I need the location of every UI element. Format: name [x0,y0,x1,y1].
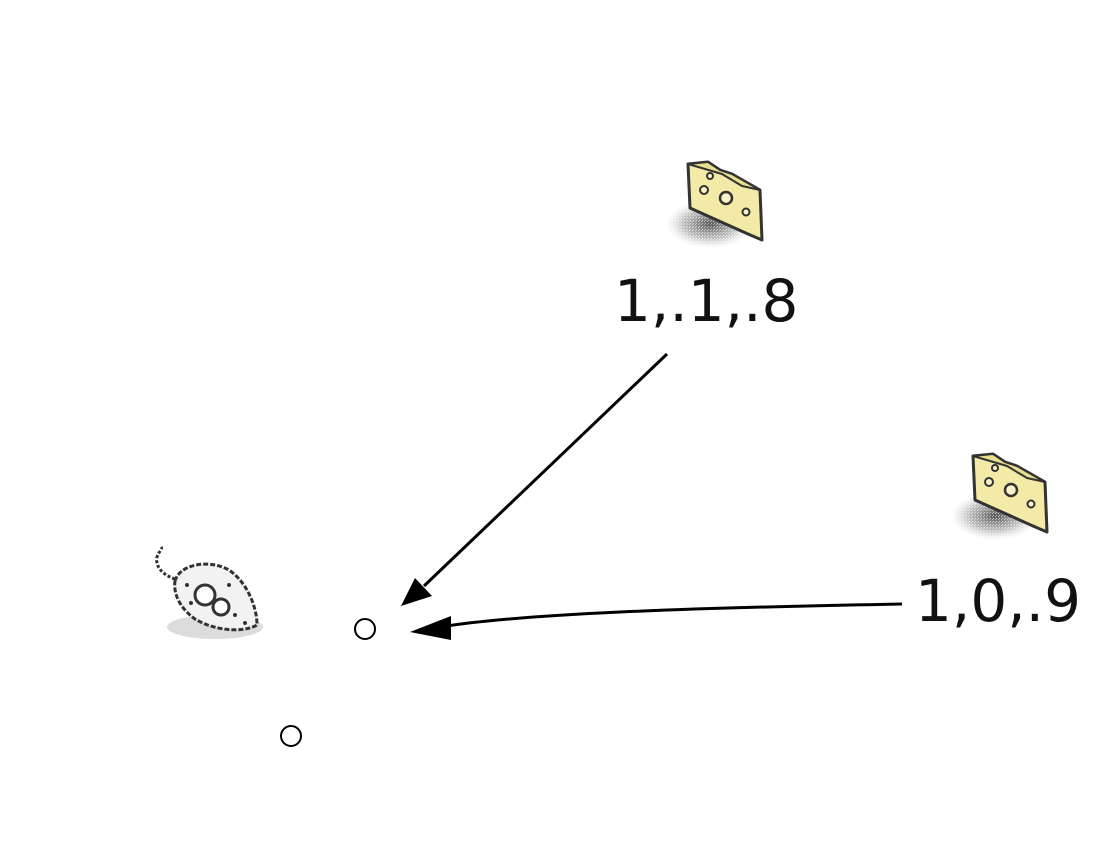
cheese-a-label: 1,.1,.8 [614,267,799,335]
arrow-cheese-a [401,352,669,606]
waypoint-circle [280,725,302,747]
cheese-icon [666,160,764,248]
cheese-icon [951,452,1049,540]
cheese-b-label: 1,0,.9 [915,567,1082,635]
arrow-cheese-b [410,602,903,640]
waypoint-circle [354,618,376,640]
mouse-icon [155,545,263,639]
